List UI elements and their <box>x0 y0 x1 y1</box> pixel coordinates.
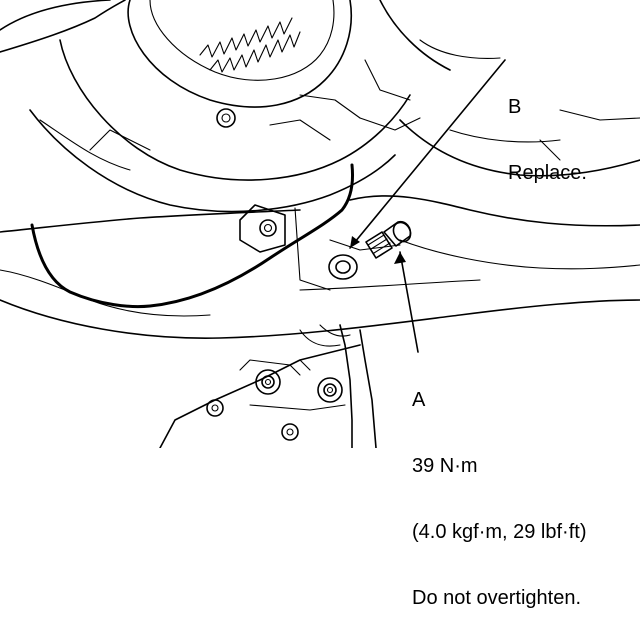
callout-a-warning: Do not overtighten. <box>412 587 581 609</box>
sealing-washer <box>328 254 358 280</box>
oil-pan-drawing <box>0 163 640 339</box>
callout-a: A 39 N·m (4.0 kgf·m, 29 lbf·ft) Do not o… <box>412 345 587 631</box>
leader-b-line <box>349 59 506 249</box>
callout-b-letter: B <box>508 96 522 118</box>
leader-a-arrow-icon <box>394 252 406 264</box>
callout-b: B Replace. <box>508 52 587 206</box>
callout-a-letter: A <box>412 389 426 411</box>
leader-lines <box>349 59 506 353</box>
callout-a-torque-alt: (4.0 kgf·m, 29 lbf·ft) <box>412 521 587 543</box>
drain-bolt <box>365 220 412 259</box>
leader-b-arrow-icon <box>350 236 360 248</box>
callout-b-note: Replace. <box>508 162 587 184</box>
callout-a-torque-nm: 39 N·m <box>412 455 478 477</box>
transmission-housing-drawing <box>0 0 640 213</box>
transmission-drain-diagram <box>0 0 640 448</box>
lower-case-drawing <box>159 324 377 448</box>
leader-a-line <box>399 251 419 353</box>
